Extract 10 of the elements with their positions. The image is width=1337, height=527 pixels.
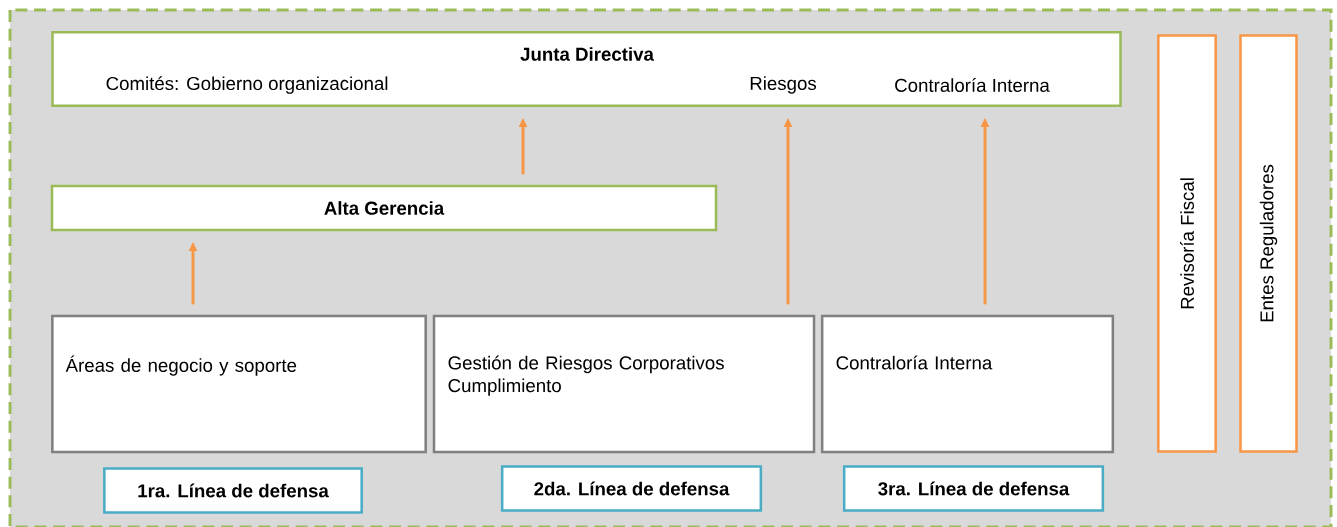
side-box: Entes Reguladores <box>1239 34 1298 453</box>
line-label-box: 1ra. Línea de defensa <box>103 467 363 514</box>
side-box: Revisoría Fiscal <box>1157 34 1217 453</box>
process-box: Áreas de negocio y soporte <box>51 314 427 454</box>
process-box: Gestión de Riesgos Corporativos Cumplimiento <box>432 314 816 454</box>
org-box: Alta Gerencia <box>50 184 718 232</box>
line-label-box: 3ra. Línea de defensa <box>842 465 1105 512</box>
org-box: Junta Directiva Comités: Gobierno organizacional Riesgos Contraloría Interna <box>51 31 1122 107</box>
process-box: Contraloría Interna <box>820 314 1115 454</box>
line-label-box: 2da. Línea de defensa <box>500 465 763 512</box>
